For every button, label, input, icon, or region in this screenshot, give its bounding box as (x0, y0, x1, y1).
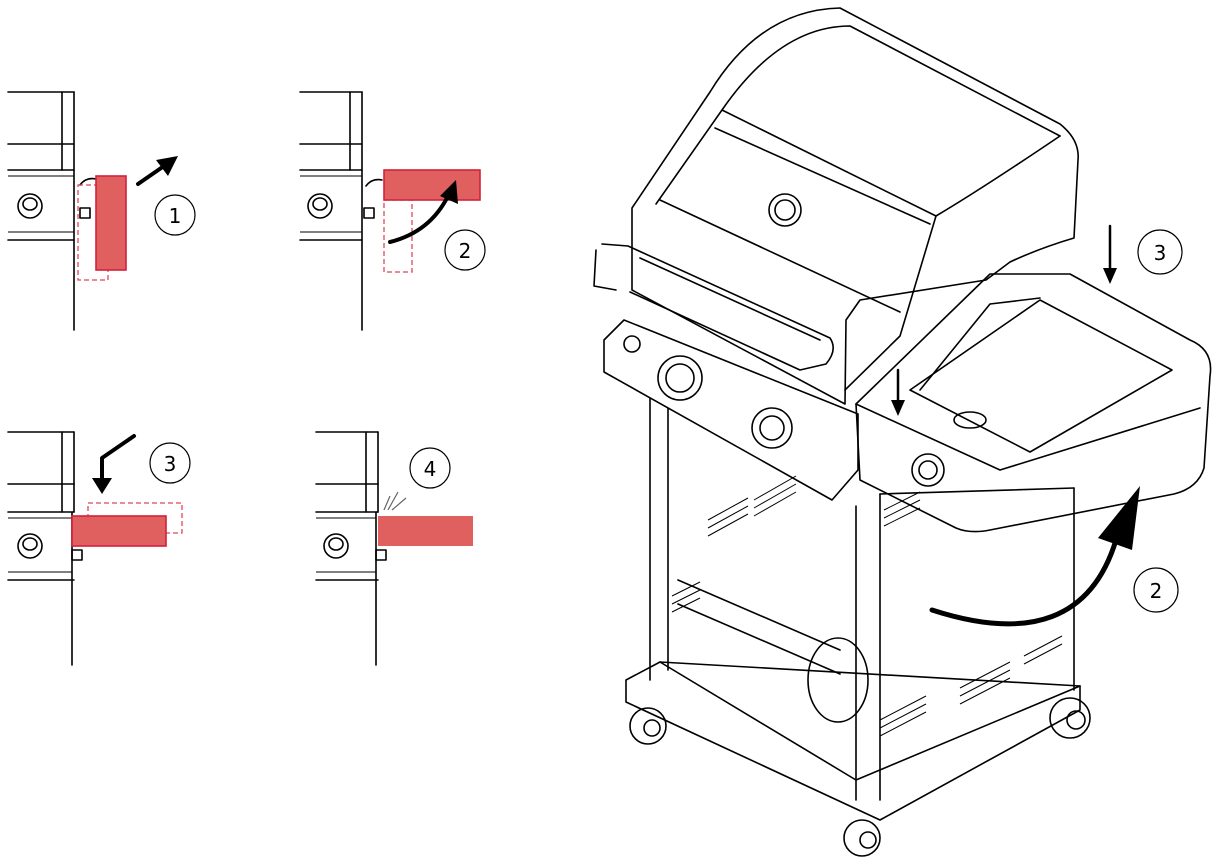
igniter-button (623, 335, 641, 353)
control-knob-1 (657, 355, 703, 401)
side-burner-knob (911, 453, 945, 487)
side-shelf-red (95, 175, 127, 271)
bracket-slot (79, 207, 91, 219)
cart-base (625, 661, 1081, 821)
side-shelf (855, 273, 1212, 533)
grill-lid (631, 7, 1079, 405)
knob-icon (307, 193, 333, 219)
step-number-1: 1 (169, 204, 182, 228)
straight-arrow-icon (136, 156, 178, 186)
side-shelf-red (383, 169, 481, 201)
side-shelf-tray (909, 299, 1173, 453)
vent-slots (671, 475, 1063, 737)
curved-arrow-icon (388, 180, 458, 244)
tank-opening (807, 637, 869, 723)
step-number-main-2: 2 (1150, 579, 1163, 603)
knob-icon (17, 193, 43, 219)
step-number-3: 3 (164, 452, 177, 476)
cart-frame (649, 397, 1075, 801)
step-badge-4 (409, 447, 451, 489)
thermometer-icon (768, 193, 802, 227)
step-badge-main-3 (1137, 229, 1183, 275)
grill-edge (61, 91, 75, 331)
step-badge-2 (444, 229, 486, 271)
wheel-icon (629, 697, 1091, 857)
straight-arrow-icon (92, 434, 136, 494)
grill-illustration: 3 2 (593, 7, 1212, 857)
step-badge-3 (149, 442, 191, 484)
curved-arrow-icon (929, 486, 1140, 627)
detail-step-4: 4 (315, 431, 473, 666)
grill-frame-lines (7, 91, 75, 241)
detail-step-3: 3 (7, 431, 191, 666)
knob-icon (17, 533, 43, 559)
sound-click-marks-icon (383, 491, 407, 511)
straight-arrow-icon (891, 224, 1117, 416)
knob-icon (323, 533, 349, 559)
shelf-ghost-outline (383, 199, 413, 273)
control-panel (603, 319, 859, 501)
lid-handle (601, 243, 834, 371)
shelf-ghost-outline (77, 184, 109, 281)
control-knob-2 (751, 407, 793, 449)
step-number-main-3: 3 (1154, 241, 1167, 265)
detail-step-2: 2 (299, 91, 486, 331)
step-badge-1 (154, 194, 196, 236)
step-number-4: 4 (424, 457, 437, 481)
side-shelf-red (71, 515, 167, 547)
step-number-2: 2 (459, 239, 472, 263)
side-shelf-red (378, 516, 473, 546)
detail-step-1: 1 (7, 91, 196, 331)
step-badge-main-2 (1133, 567, 1179, 613)
